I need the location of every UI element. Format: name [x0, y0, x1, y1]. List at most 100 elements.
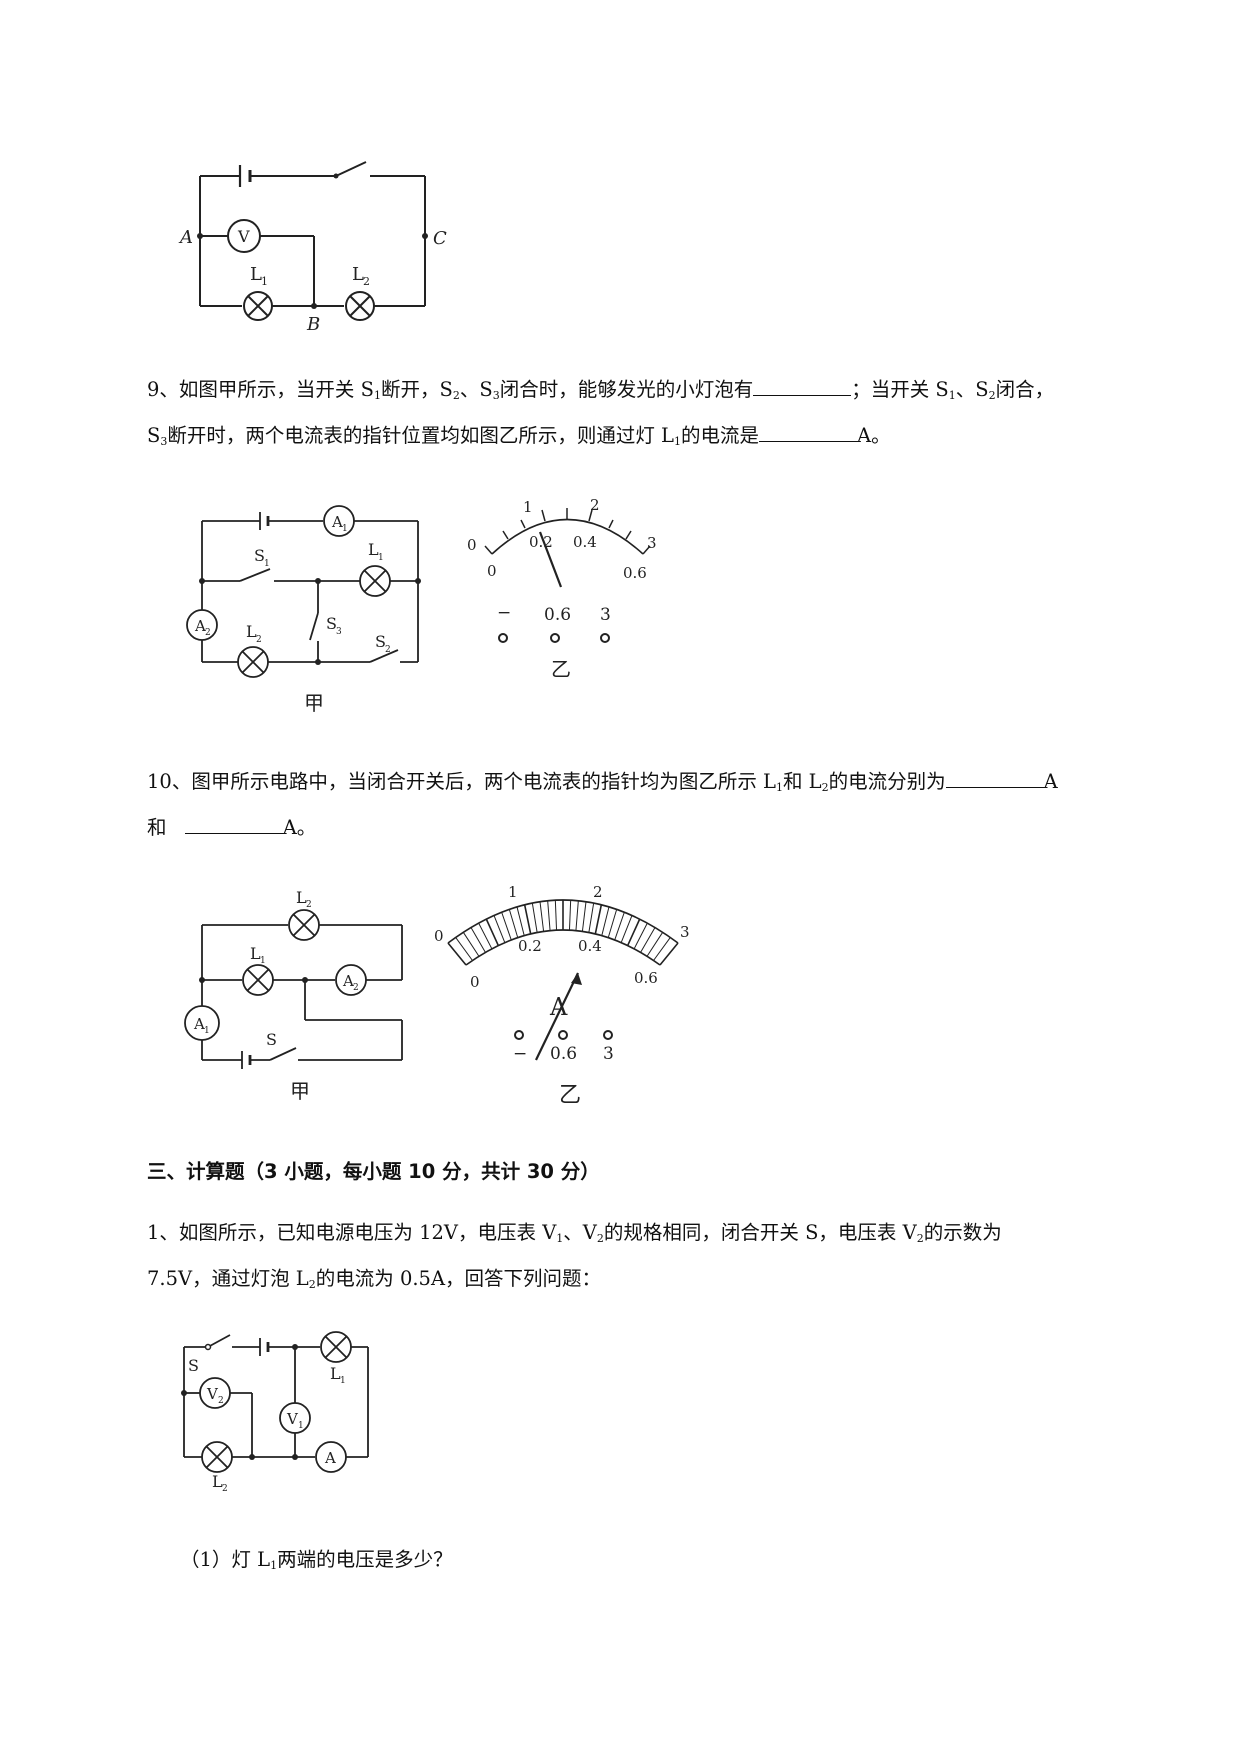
svg-text:1: 1: [342, 524, 348, 534]
dial-hatch-tick: [470, 927, 486, 953]
question-9: 9、如图甲所示，当开关 S1断开，S2、S3闭合时，能够发光的小灯泡有；当开关 …: [147, 370, 1167, 462]
answer-blank-q10-2[interactable]: [184, 809, 283, 834]
dial-hatch-tick: [575, 900, 579, 931]
svg-text:1: 1: [378, 553, 384, 563]
ammeter-dial-q9: 0 1 2 3 0 0.2 0.4 0.6 − 0.6 3 乙: [467, 496, 657, 681]
svg-text:1: 1: [264, 559, 270, 569]
dial-hatch-ticks: [447, 900, 679, 966]
lamp-l2-label: L: [352, 264, 364, 285]
svg-text:0: 0: [487, 562, 497, 580]
switch-s2-label: S: [375, 632, 386, 651]
svg-text:2: 2: [385, 645, 391, 655]
lamp-l2-label: L: [246, 622, 257, 641]
terminal-minus: [498, 633, 508, 643]
dial-hatch-tick: [547, 900, 551, 931]
dial-hatch-tick: [626, 918, 641, 946]
svg-text:0: 0: [434, 927, 444, 945]
calc-question-1: 1、如图所示，已知电源电压为 12V，电压表 V1、V2的规格相同，闭合开关 S…: [147, 1221, 1002, 1291]
figure-yi-caption: 乙: [559, 1083, 581, 1108]
dial-inner-arc: [465, 929, 661, 966]
q9-number: 9、: [147, 378, 179, 401]
svg-text:0.6: 0.6: [623, 564, 647, 582]
dial-hatch-tick: [501, 912, 512, 941]
answer-blank-q9-2[interactable]: [759, 417, 858, 442]
svg-text:2: 2: [590, 496, 600, 514]
dial-hatch-tick: [462, 932, 480, 957]
lamp-l1-sub: 1: [261, 275, 268, 288]
dial-hatch-tick: [478, 922, 493, 950]
switch-s-label: S: [266, 1030, 277, 1049]
switch-s3-label: S: [326, 614, 337, 633]
figure-jia-caption: 甲: [304, 691, 324, 715]
terminal-06: [550, 633, 560, 643]
terminal-06: [558, 1030, 568, 1040]
terminal-06-label: 0.6: [550, 1044, 577, 1064]
ammeter-a1-label: A: [331, 513, 343, 531]
svg-text:0.2: 0.2: [518, 937, 542, 955]
answer-blank-q10-1[interactable]: [945, 763, 1044, 788]
answer-blank-q9-1[interactable]: [753, 371, 852, 396]
svg-text:3: 3: [680, 923, 690, 941]
dial-hatch-tick: [508, 909, 519, 938]
lamp-l1-label: L: [368, 540, 379, 559]
lamp-l1-label: L: [250, 264, 262, 285]
ammeter-a-label: A: [324, 1449, 336, 1467]
svg-text:2: 2: [306, 900, 312, 910]
ammeter-a2-label: A: [194, 617, 206, 635]
node-a-label: A: [178, 227, 193, 248]
svg-text:3: 3: [336, 627, 342, 637]
svg-text:0: 0: [470, 973, 480, 991]
dial-hatch-tick: [620, 915, 633, 943]
dial-hatch-tick: [485, 918, 500, 946]
svg-text:1: 1: [298, 1421, 304, 1431]
dial-hatch-tick: [568, 900, 572, 931]
svg-text:1: 1: [523, 498, 533, 516]
voltmeter-v1-label: V: [286, 1410, 299, 1428]
dial-hatch-tick: [659, 942, 679, 966]
lamp-l1-label: L: [330, 1364, 341, 1383]
dial-hatch-tick: [588, 902, 595, 933]
voltmeter-label: V: [237, 227, 250, 246]
dial-hatch-tick: [614, 912, 625, 941]
lamp-l2-sub: 2: [363, 275, 370, 288]
svg-text:0: 0: [467, 536, 477, 554]
circuit-figure-q10-jia: L 2 L 1 A 2 A 1 S 甲: [184, 888, 403, 1103]
dial-unit-label: A: [549, 993, 568, 1021]
terminal-minus: [514, 1030, 524, 1040]
circuit-figure-q9-jia: A 1 A 2 L 1 L 2 S 1 S 3 S 2 甲: [186, 505, 421, 715]
dial-scale-arc: [491, 518, 644, 555]
dial-needle: [535, 972, 579, 1061]
svg-text:2: 2: [256, 635, 262, 645]
dial-hatch-tick: [653, 937, 671, 961]
dial-hatch-tick: [581, 901, 587, 932]
dial-hatch-tick: [531, 902, 538, 933]
lamp-l2-label: L: [212, 1472, 223, 1491]
svg-text:1: 1: [340, 1376, 346, 1386]
terminal-3-label: 3: [603, 1044, 614, 1064]
lamp-l2-label: L: [296, 888, 307, 907]
dial-hatch-tick: [640, 927, 656, 953]
terminal-3: [600, 633, 610, 643]
dial-hatch-tick: [607, 909, 618, 938]
circuit-figure-q8: V A B C L 1 L 2: [178, 161, 447, 335]
dial-hatch-tick: [493, 915, 506, 943]
svg-text:1: 1: [508, 883, 518, 901]
svg-text:2: 2: [353, 983, 359, 993]
node-b-label: B: [306, 314, 320, 335]
svg-text:1: 1: [204, 1026, 210, 1036]
terminal-minus-label: −: [513, 1044, 527, 1064]
ammeter-a1-label: A: [193, 1015, 205, 1033]
dial-hatch-tick: [516, 906, 525, 936]
terminal-minus-label: −: [497, 603, 511, 623]
svg-text:2: 2: [205, 628, 211, 638]
figure-jia-caption: 甲: [290, 1079, 310, 1103]
lamp-l1-label: L: [250, 944, 261, 963]
node-c-label: C: [433, 228, 447, 249]
svg-text:0.6: 0.6: [634, 969, 658, 987]
dial-hatch-tick: [455, 937, 473, 961]
terminal-3-label: 3: [600, 605, 611, 625]
terminal-3: [603, 1030, 613, 1040]
svg-text:1: 1: [260, 956, 266, 966]
dial-hatch-tick: [554, 900, 558, 931]
dial-needle: [538, 531, 563, 588]
